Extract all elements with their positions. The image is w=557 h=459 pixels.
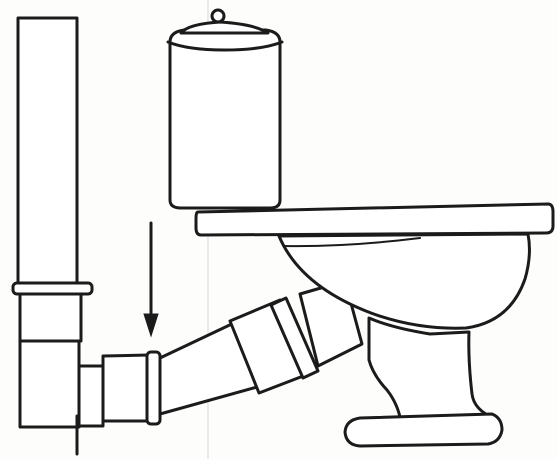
tank-lid-top [181,22,268,33]
bowl-base [345,414,502,446]
branch-body [103,355,149,421]
pipe-upper-body [18,18,77,289]
branch-stub [79,366,103,426]
bowl-pedestal [369,318,494,422]
arrow-head [144,314,158,336]
angled-drain-connector [160,281,362,414]
pipe-lower-body [20,341,79,427]
tank-knob [212,10,224,22]
toilet-tank [168,10,282,208]
pipe-lower-coupling [20,294,81,341]
tank-body [170,30,280,208]
side-branch-fitting [79,352,160,426]
branch-collar [147,352,160,424]
downward-arrow-icon [144,223,158,336]
pipe-upper-collar [13,283,92,294]
